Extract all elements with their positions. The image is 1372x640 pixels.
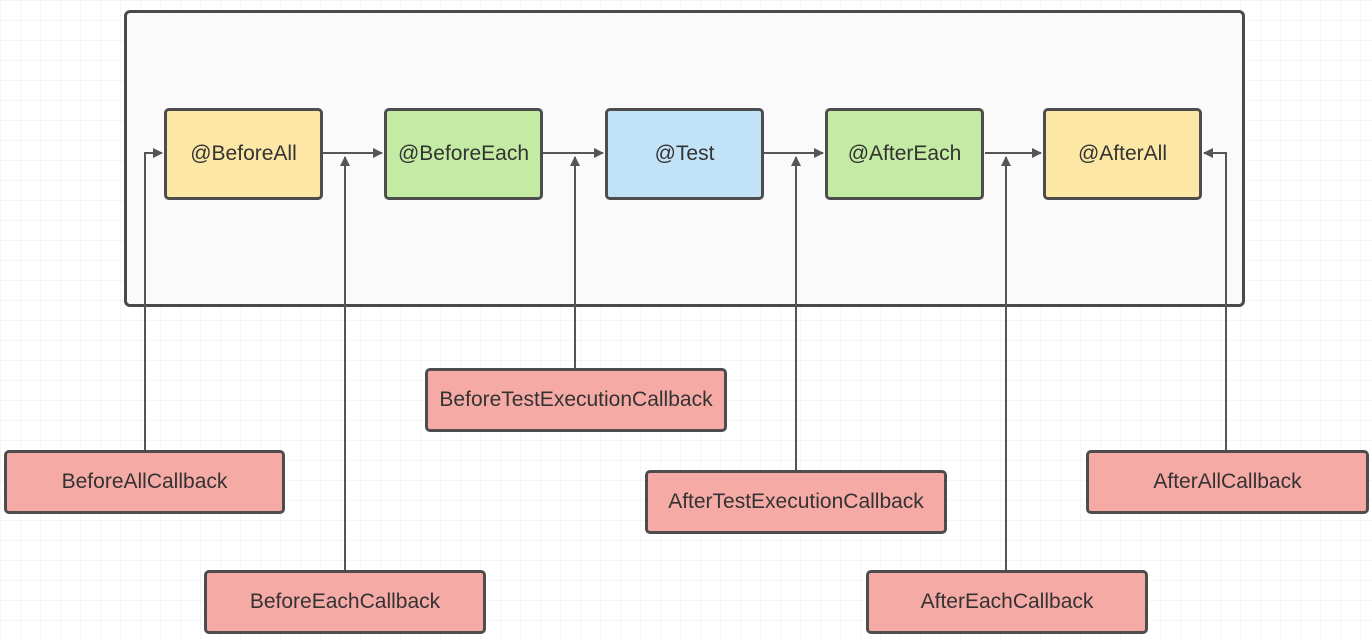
- callback-after-all: AfterAllCallback: [1086, 450, 1369, 514]
- callback-after-each: AfterEachCallback: [866, 570, 1148, 634]
- arrow-afterallcallback-to-afterall: [1203, 148, 1227, 450]
- callback-after-test-execution: AfterTestExecutionCallback: [645, 470, 947, 534]
- callback-before-all: BeforeAllCallback: [4, 450, 285, 514]
- node-after-all: @AfterAll: [1043, 108, 1202, 200]
- node-test: @Test: [605, 108, 764, 200]
- arrow-beforeallcallback-to-beforeall: [144, 148, 163, 450]
- callback-before-test-execution: BeforeTestExecutionCallback: [425, 368, 727, 432]
- node-after-each: @AfterEach: [825, 108, 984, 200]
- node-before-each: @BeforeEach: [384, 108, 543, 200]
- node-before-all: @BeforeAll: [164, 108, 323, 200]
- callback-before-each: BeforeEachCallback: [204, 570, 486, 634]
